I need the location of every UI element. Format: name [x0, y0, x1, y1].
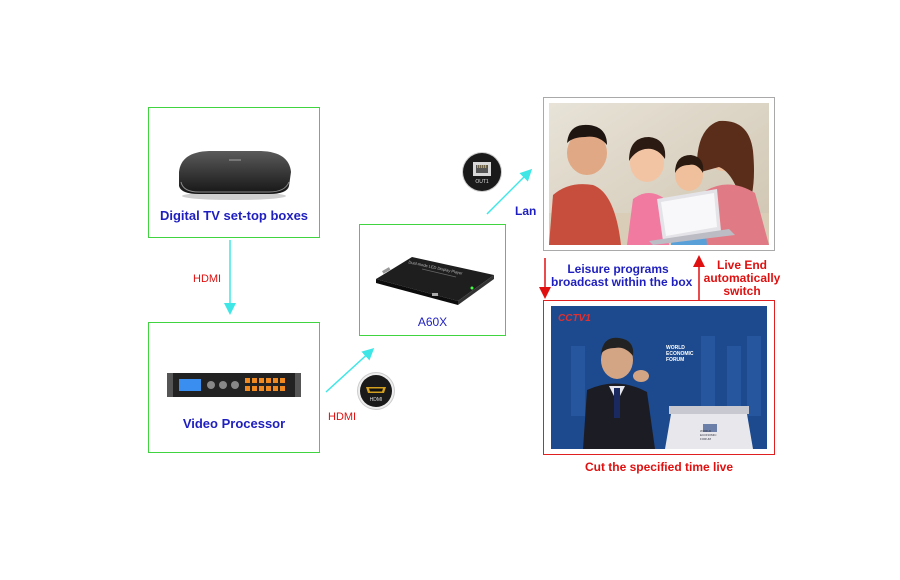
live-end-label-line2: automatically: [703, 271, 781, 285]
settop-box-node: Digital TV set-top boxes: [148, 107, 320, 238]
video-processor-label: Video Processor: [182, 416, 286, 431]
banner-text: WORLD ECONOMIC FORUM: [666, 345, 694, 363]
player-to-display-arrow: [486, 168, 533, 215]
live-broadcast-photo: [551, 306, 767, 449]
leisure-label-line2: broadcast within the box: [551, 275, 693, 289]
family-photo-frame: [543, 97, 775, 251]
processor-to-player-arrow: [325, 347, 375, 393]
live-end-label-line1: Live End: [716, 258, 767, 272]
hdmi-port-icon: HDMI: [358, 373, 394, 409]
lan-label: Lan: [515, 204, 537, 218]
set-top-box-icon: [179, 151, 291, 200]
a60x-player-node: Dual-mode LED Display Player A60X: [359, 224, 506, 336]
settop-label: Digital TV set-top boxes: [159, 208, 309, 223]
led-player-icon: [376, 257, 494, 305]
video-processor-icon: [167, 373, 301, 397]
live-photo-frame: CCTV1 WORLD ECONOMIC FORUM WORLD ECONOMI…: [543, 300, 775, 455]
hdmi-port-text: HDMI: [369, 397, 383, 403]
live-photo-caption: Cut the specified time live: [584, 460, 734, 474]
hdmi-vertical-label: HDMI: [193, 273, 222, 285]
cctv-logo: CCTV1: [558, 313, 591, 324]
live-end-label-line3: switch: [723, 284, 761, 298]
out-port-text: OUT1: [475, 179, 489, 185]
ethernet-port-icon: OUT1: [463, 153, 501, 191]
video-processor-node: Video Processor: [148, 322, 320, 453]
family-photo: [549, 103, 769, 245]
leisure-label-line1: Leisure programs: [567, 262, 669, 276]
a60x-label: A60X: [417, 315, 448, 329]
podium-text: WORLD ECONOMIC FORUM: [700, 429, 717, 441]
hdmi-diagonal-label: HDMI: [328, 411, 357, 423]
